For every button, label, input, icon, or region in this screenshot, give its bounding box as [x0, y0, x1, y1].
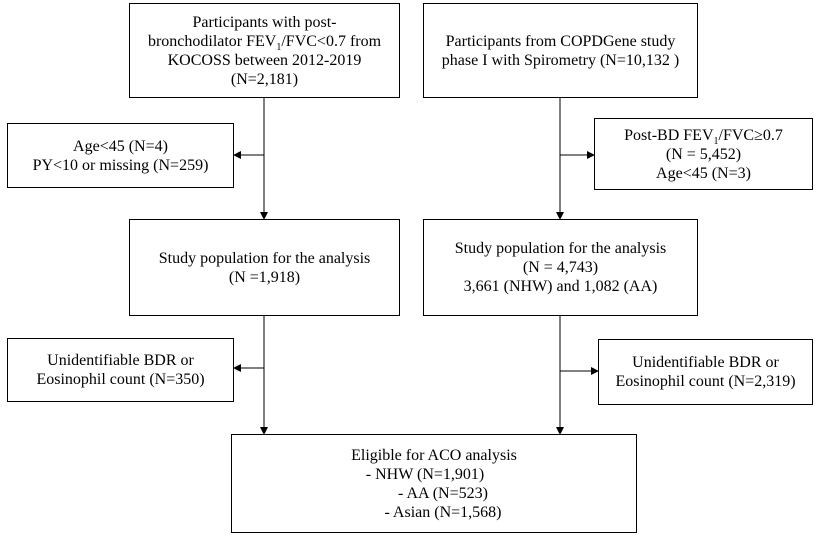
aco-eligible-aa: - AA (N=523) [398, 484, 488, 502]
aco-eligible-asian: - Asian (N=1,568) [384, 503, 502, 521]
copdgene-study-breakdown: 3,661 (NHW) and 1,082 (AA) [463, 278, 658, 295]
kocoss-study-count: (N =1,918) [228, 268, 301, 286]
kocoss-unidentifiable-line-2: Eosinophil count (N=350) [36, 371, 205, 388]
copdgene-study-population-box: Study population for the analysis (N = 4… [423, 219, 698, 316]
kocoss-exclusion-age: Age<45 (N=4) [73, 137, 168, 155]
copdgene-exclusion-box: Post-BD FEV1/FVC≥0.7 (N = 5,452) Age<45 … [594, 118, 813, 190]
kocoss-exclusion-box: Age<45 (N=4) PY<10 or missing (N=259) [7, 123, 234, 188]
kocoss-count: (N=2,181) [230, 70, 299, 88]
kocoss-exclusion-py: PY<10 or missing (N=259) [32, 156, 209, 174]
kocoss-line-1: Participants with post- [192, 13, 337, 31]
copdgene-unidentifiable-line-1: Unidentifiable BDR or [632, 354, 779, 371]
copdgene-study-title: Study population for the analysis [454, 240, 667, 257]
copdgene-exclusion-fev: Post-BD FEV1/FVC≥0.7 [624, 126, 783, 147]
aco-eligible-box: Eligible for ACO analysis - NHW (N=1,901… [231, 434, 637, 533]
copdgene-participants-box: Participants from COPDGene study phase I… [423, 3, 698, 98]
aco-eligible-nhw: - NHW (N=1,901) [365, 465, 485, 483]
kocoss-unidentifiable-line-1: Unidentifiable BDR or [47, 352, 194, 369]
copdgene-exclusion-age: Age<45 (N=3) [656, 164, 751, 182]
copdgene-line-1: Participants from COPDGene study [445, 32, 676, 50]
copdgene-line-2: phase I with Spirometry (N=10,132 ) [441, 51, 680, 69]
aco-eligible-title: Eligible for ACO analysis [351, 446, 517, 464]
kocoss-study-population-box: Study population for the analysis (N =1,… [129, 219, 400, 316]
kocoss-unidentifiable-box: Unidentifiable BDR or Eosinophil count (… [7, 338, 234, 402]
copdgene-unidentifiable-line-2: Eosinophil count (N=2,319) [615, 373, 796, 390]
kocoss-participants-box: Participants with post- bronchodilator F… [129, 3, 400, 98]
kocoss-line-2: bronchodilator FEV1/FVC<0.7 from [147, 32, 382, 53]
copdgene-unidentifiable-box: Unidentifiable BDR or Eosinophil count (… [598, 339, 813, 405]
copdgene-exclusion-count: (N = 5,452) [665, 145, 742, 163]
kocoss-line-3: KOCOSS between 2012-2019 [167, 51, 362, 69]
copdgene-study-count: (N = 4,743) [522, 259, 599, 276]
kocoss-study-title: Study population for the analysis [158, 249, 371, 267]
